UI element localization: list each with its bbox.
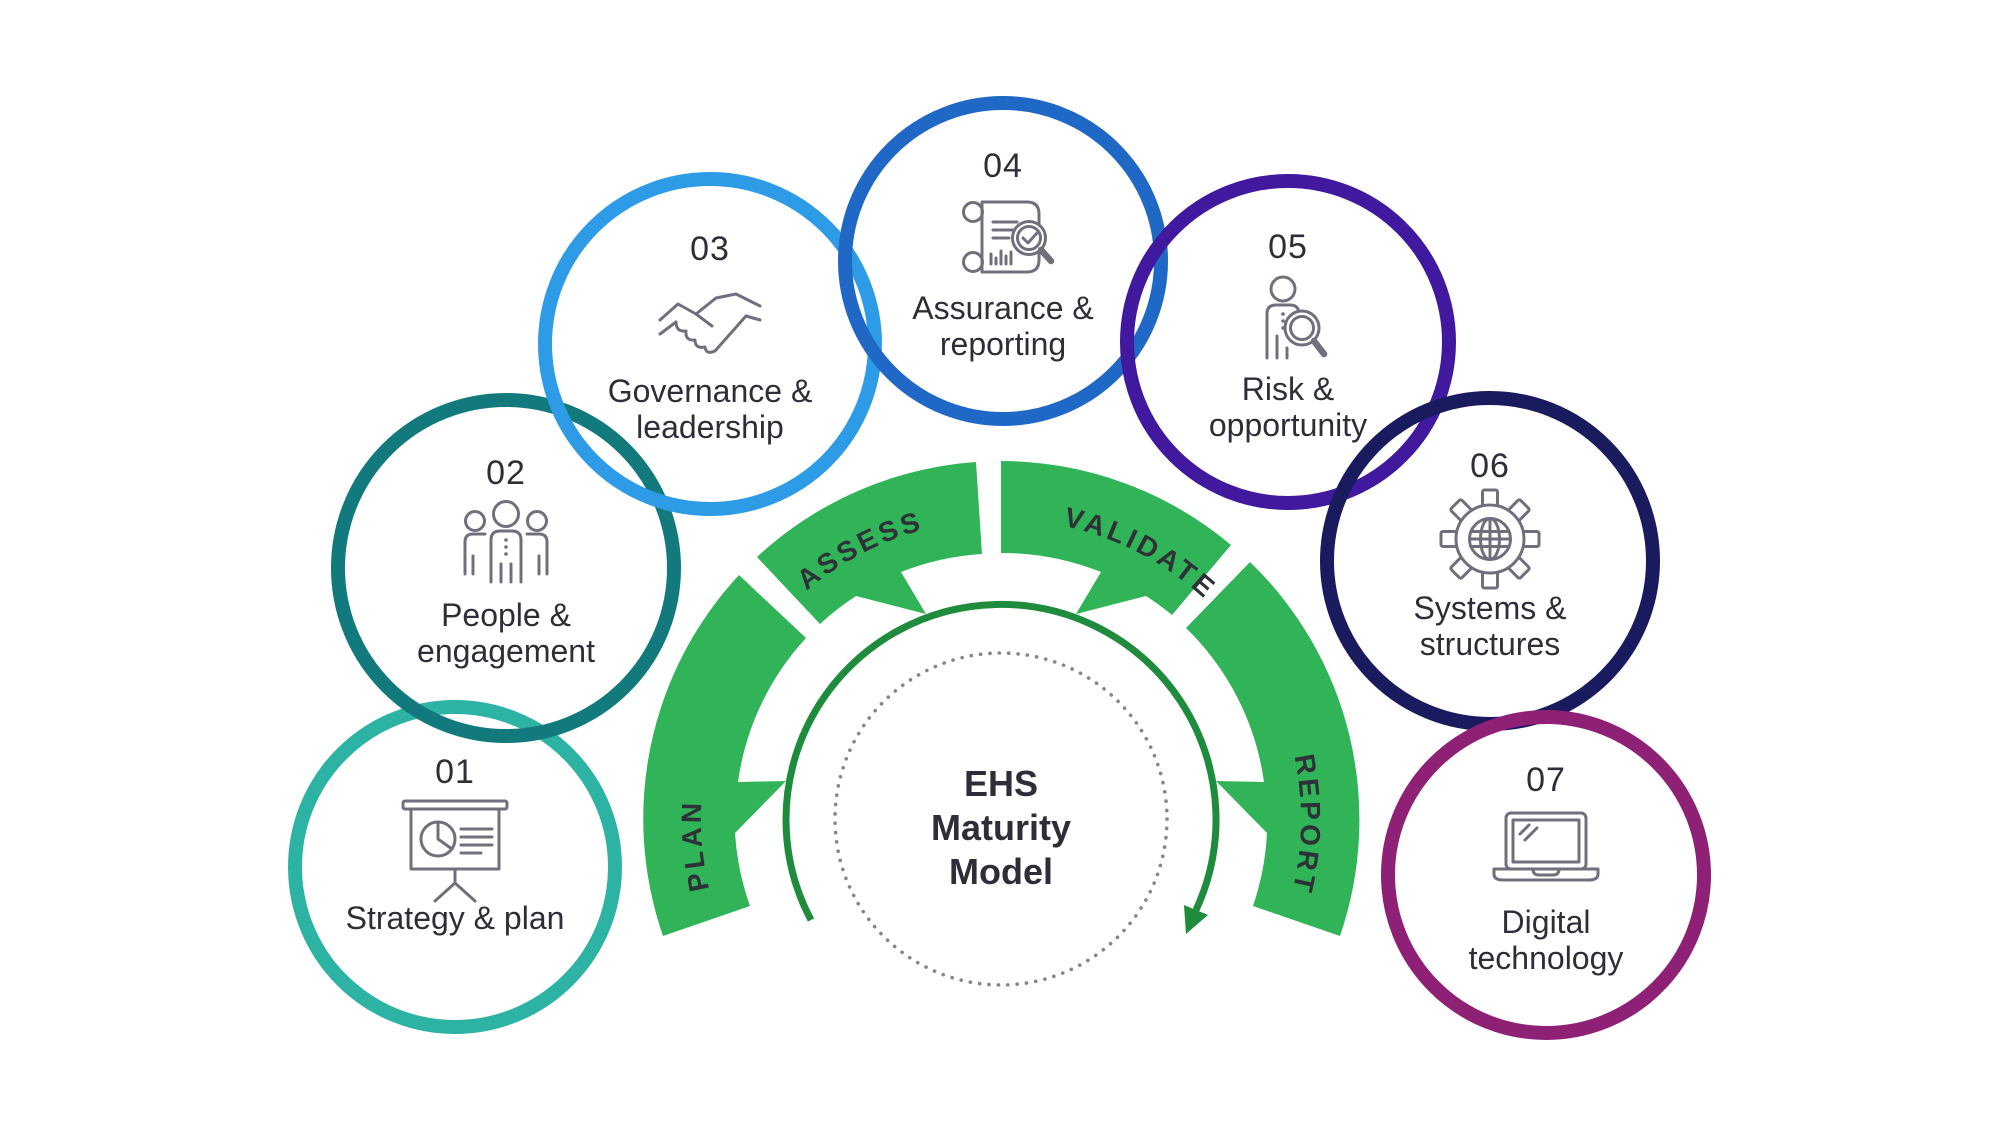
scroll-audit-icon (962, 200, 1055, 274)
center-line-1: EHS (964, 763, 1038, 804)
center-line-2: Maturity (931, 807, 1071, 848)
circle-03-number: 03 (690, 230, 730, 268)
segment-label-plan: PLAN (676, 799, 715, 894)
circle-04-number: 04 (983, 147, 1023, 185)
circle-04-ring (838, 96, 1168, 426)
people-group-icon (463, 500, 549, 584)
segment-report (1186, 562, 1360, 936)
circle-03-ring (538, 172, 882, 516)
segment-assess (757, 462, 982, 624)
circle-04-label-line1: Assurance & (912, 290, 1093, 326)
circle-02-label-line2: engagement (417, 633, 595, 669)
circle-05-risk-opportunity: 05 Risk & opportunity (1120, 174, 1456, 510)
circle-06-label-line1: Systems & (1414, 590, 1567, 626)
circle-04-assurance-reporting: 04 Assurance & reporting (838, 96, 1168, 426)
circle-05-ring (1120, 174, 1456, 510)
circle-06-number: 06 (1470, 447, 1510, 485)
circle-01-number: 01 (435, 753, 475, 791)
laptop-icon (1492, 811, 1600, 882)
circle-05-label-line1: Risk & (1242, 371, 1334, 407)
center-label: EHS Maturity Model (931, 763, 1071, 892)
circle-05-label-line2: opportunity (1209, 407, 1367, 443)
circle-07-label-line2: technology (1469, 940, 1624, 976)
cycle-arrow-arc (782, 600, 1220, 922)
circle-01-label-line1: Strategy & plan (346, 900, 565, 936)
cycle-band: PLAN ASSESS VALIDATE REPORT EHS Maturity… (643, 461, 1360, 987)
circle-02-ring (331, 393, 681, 743)
circle-07-digital-technology: 07 Digital technology (1381, 710, 1711, 1040)
presentation-chart-icon (401, 799, 509, 903)
circle-06-systems-structures: 06 Systems & structures (1320, 391, 1660, 731)
segment-validate (1001, 461, 1231, 615)
cycle-arrowhead-icon (1184, 905, 1208, 934)
circle-04-label-line2: reporting (940, 326, 1066, 362)
center-line-3: Model (949, 851, 1053, 892)
dotted-circle (833, 651, 1169, 987)
circle-03-label-line1: Governance & (608, 373, 813, 409)
circle-03-governance-leadership: 03 Governance & leadership (538, 172, 882, 516)
gear-globe-icon (1439, 488, 1541, 590)
circle-03-label-line2: leadership (636, 409, 784, 445)
circle-07-label-line1: Digital (1502, 904, 1591, 940)
circle-06-label-line2: structures (1420, 626, 1560, 662)
circle-02-label-line1: People & (441, 597, 571, 633)
circle-07-ring (1381, 710, 1711, 1040)
segment-plan (643, 575, 806, 936)
circle-01-strategy-plan: 01 Strategy & plan (288, 700, 622, 1034)
person-magnifier-icon (1265, 275, 1328, 360)
handshake-icon (658, 292, 762, 354)
circle-02-number: 02 (486, 454, 526, 492)
circle-01-ring (288, 700, 622, 1034)
circle-02-people-engagement: 02 People & engagement (331, 393, 681, 743)
circle-05-number: 05 (1268, 228, 1308, 266)
circle-07-number: 07 (1526, 761, 1566, 799)
